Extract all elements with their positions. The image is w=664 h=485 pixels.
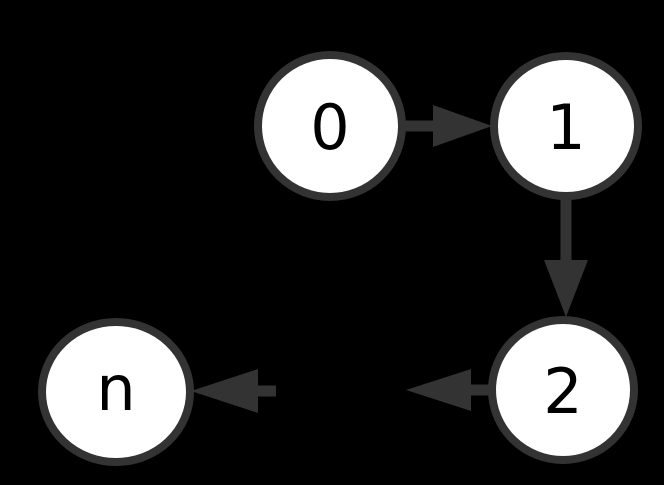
node-n-label: n	[96, 352, 135, 425]
edge-1-2-arrowhead-icon	[544, 260, 588, 317]
edge-2-gap-arrowhead-icon	[406, 369, 471, 411]
node-n	[38, 318, 194, 466]
edge-gap-n-arrowhead-icon	[191, 369, 258, 413]
edge-0-1-arrowhead-icon	[433, 105, 492, 147]
node-0	[254, 51, 406, 201]
node-2-label: 2	[543, 355, 582, 428]
node-1-label: 1	[546, 91, 585, 164]
node-0-label: 0	[310, 91, 349, 164]
node-1	[490, 52, 642, 200]
node-2	[488, 316, 638, 464]
